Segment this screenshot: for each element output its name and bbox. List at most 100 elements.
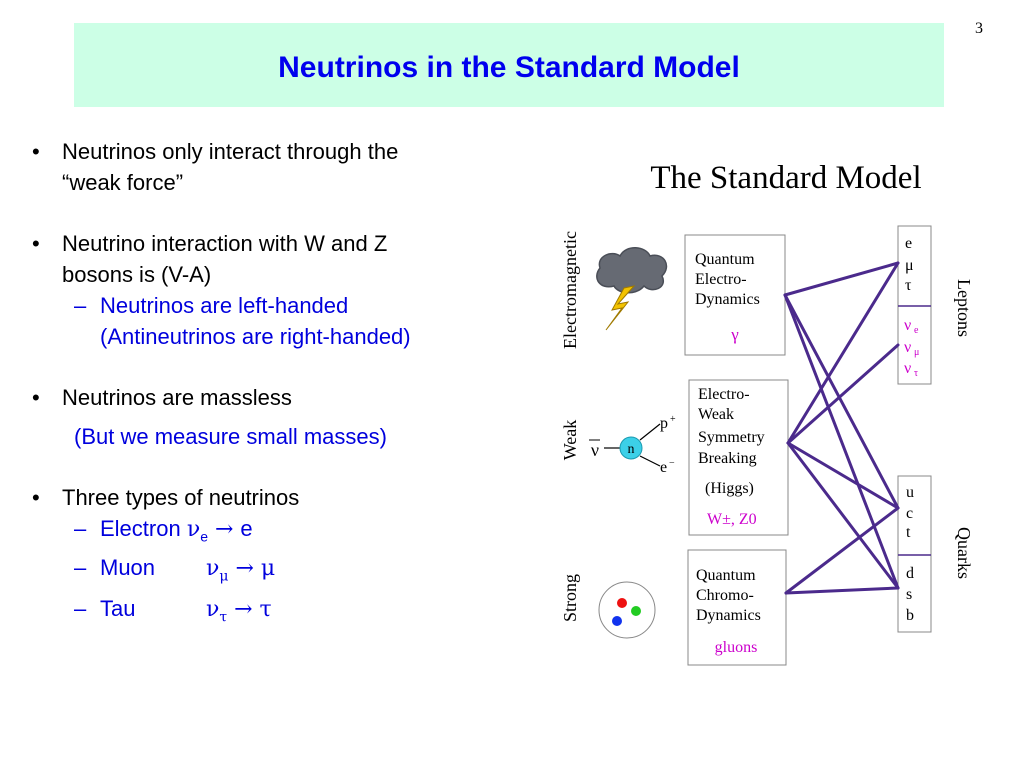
bullet-text: “weak force” <box>62 170 184 195</box>
neutron-label: n <box>628 442 635 457</box>
lepton-result: e <box>240 516 253 541</box>
qed-line: Electro- <box>695 271 747 288</box>
ew-line: Electro- <box>698 386 750 403</box>
neutrino-e: ν e <box>904 317 919 336</box>
quark-c: c <box>906 505 913 522</box>
bullet-massless: • Neutrinos are massless <box>32 382 502 413</box>
arrow-icon: → <box>227 596 260 622</box>
arrow-icon: → <box>228 556 261 582</box>
quark-box: u c t d s b <box>897 475 932 633</box>
neutrino-symbol: ν <box>904 339 911 356</box>
nu-subscript: τ <box>219 609 228 626</box>
qed-line: Quantum <box>695 251 755 268</box>
ew-to-neutrinos <box>786 343 900 445</box>
bullet-dot: • <box>32 139 40 164</box>
sub-bullet-dash: – <box>74 516 87 541</box>
photon-symbol: γ <box>730 325 739 344</box>
force-label-em: Electromagnetic <box>560 231 580 349</box>
nu-symbol: ν <box>186 517 201 542</box>
bullet-list: • Neutrinos only interact through the “w… <box>32 136 502 633</box>
ew-line: Breaking <box>698 450 757 467</box>
neutrino-symbol: ν <box>904 317 911 334</box>
storm-cloud-icon <box>596 247 668 331</box>
title-banner: Neutrinos in the Standard Model <box>74 23 944 107</box>
sub-bullet-text: Neutrinos are left-handed <box>100 293 349 318</box>
bullet-dot: • <box>32 385 40 410</box>
neutrino-tau: ν τ <box>904 360 918 379</box>
nu-subscript: e <box>200 528 208 545</box>
bullet-text: Neutrinos are massless <box>62 385 292 410</box>
leptons-label: Leptons <box>954 279 974 337</box>
lepton-result: μ <box>260 556 276 582</box>
qed-to-down-quarks <box>783 293 900 590</box>
qed-to-leptons <box>783 261 900 297</box>
qcd-box: Quantum Chromo- Dynamics gluons <box>687 549 787 666</box>
ew-to-leptons <box>786 261 900 445</box>
lepton-e: e <box>905 235 912 252</box>
quark-b: b <box>906 607 914 624</box>
bullet-text: Three types of neutrinos <box>62 485 300 510</box>
quark-t: t <box>906 524 911 541</box>
sub-bullet-handedness: – Neutrinos are left-handed (Antineutrin… <box>32 290 502 352</box>
diagram-title: The Standard Model <box>650 160 921 196</box>
proton-label: p <box>660 415 668 432</box>
bullet-va: • Neutrino interaction with W and Z boso… <box>32 228 502 290</box>
ew-to-up-quarks <box>786 441 900 510</box>
nu-symbol: ν <box>206 556 220 582</box>
antineutrino-label: ν <box>591 440 599 460</box>
neutrino-subscript: τ <box>914 368 918 379</box>
force-label-strong: Strong <box>560 574 580 622</box>
sub-bullet-dash: – <box>74 293 87 318</box>
proton-charge: + <box>670 414 676 425</box>
sub-bullet-electron: – Electron νe → e <box>32 513 502 552</box>
ew-line: Weak <box>698 406 734 423</box>
quarks-label: Quarks <box>954 527 974 579</box>
neutrino-mu: ν μ <box>904 339 919 358</box>
neutrino-symbol: ν <box>904 360 911 377</box>
qcd-line: Dynamics <box>696 607 761 624</box>
slide-title: Neutrinos in the Standard Model <box>278 51 740 84</box>
qcd-to-down-quarks <box>784 586 900 595</box>
ew-to-down-quarks <box>786 441 900 590</box>
flavor-label: Electron <box>100 516 187 541</box>
qcd-line: Chromo- <box>696 587 754 604</box>
nu-subscript: μ <box>219 568 229 585</box>
ew-line: Symmetry <box>698 429 765 446</box>
bullet-three-types: • Three types of neutrinos <box>32 482 502 513</box>
electron-label: e <box>660 459 667 476</box>
quark-s: s <box>906 586 912 603</box>
bullet-weak-force: • Neutrinos only interact through the “w… <box>32 136 502 198</box>
ew-line: (Higgs) <box>705 480 754 497</box>
bullet-text: bosons is (V-A) <box>62 262 212 287</box>
qcd-to-up-quarks <box>784 506 900 595</box>
electroweak-box: Electro- Weak Symmetry Breaking (Higgs) … <box>688 379 789 536</box>
force-label-weak: Weak <box>560 420 580 461</box>
bullet-text: Neutrinos only interact through the <box>62 139 399 164</box>
note-small-masses: (But we measure small masses) <box>74 424 387 449</box>
neutron-circle <box>619 436 643 460</box>
qed-line: Dynamics <box>695 291 760 308</box>
lepton-mu: μ <box>905 257 914 274</box>
quark-u: u <box>906 484 914 501</box>
flavor-label: Tau <box>100 595 136 621</box>
bullet-dot: • <box>32 231 40 256</box>
neutrino-subscript: μ <box>914 347 919 358</box>
sub-bullet-dash: – <box>74 595 87 621</box>
interaction-lines <box>783 261 900 595</box>
lepton-tau: τ <box>905 277 912 294</box>
sub-bullet-dash: – <box>74 555 87 581</box>
quark-d: d <box>906 565 914 582</box>
bullet-dot: • <box>32 485 40 510</box>
sub-bullet-text: (Antineutrinos are right-handed) <box>100 324 411 349</box>
arrow-icon: → <box>208 517 241 542</box>
lepton-box: e μ τ ν e ν μ ν τ <box>897 225 932 385</box>
page-number: 3 <box>975 20 983 37</box>
nu-symbol: ν <box>206 596 220 622</box>
qcd-line: Quantum <box>696 567 756 584</box>
neutrino-subscript: e <box>914 325 919 336</box>
gluons-label: gluons <box>715 639 758 656</box>
qed-box: Quantum Electro- Dynamics γ <box>684 234 786 356</box>
